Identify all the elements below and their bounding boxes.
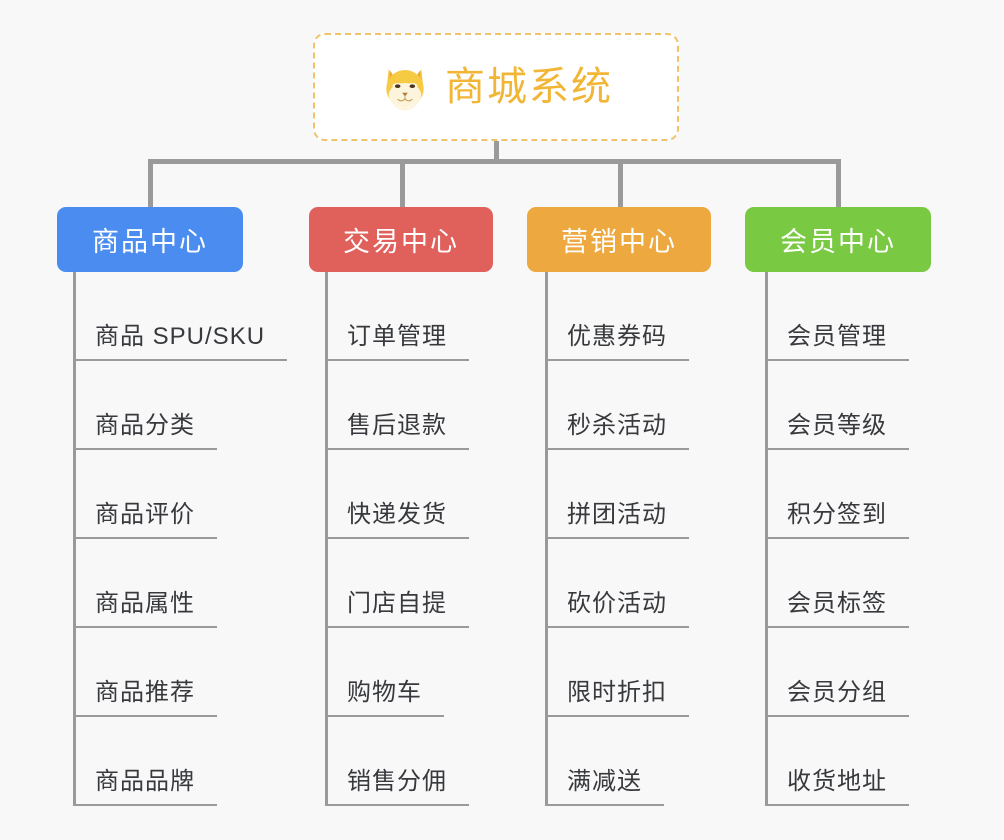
leaf-item-label: 积分签到 bbox=[765, 494, 909, 539]
leaf-item[interactable]: 商品 SPU/SKU bbox=[57, 272, 288, 361]
leaf-item-label: 拼团活动 bbox=[545, 494, 689, 539]
leaf-item-label: 秒杀活动 bbox=[545, 405, 689, 450]
column-spine-4 bbox=[765, 272, 768, 806]
column-1: 商品中心商品 SPU/SKU 商品分类商品评价商品属性商品推荐商品品牌 bbox=[57, 207, 288, 806]
root-node[interactable]: 商城系统 bbox=[313, 33, 679, 141]
leaf-item-label: 砍价活动 bbox=[545, 583, 689, 628]
column-spine-2 bbox=[325, 272, 328, 806]
leaf-item[interactable]: 售后退款 bbox=[309, 361, 493, 450]
leaf-item-label: 商品评价 bbox=[73, 494, 217, 539]
leaf-item[interactable]: 销售分佣 bbox=[309, 717, 493, 806]
column-header-4[interactable]: 会员中心 bbox=[745, 207, 931, 272]
connector-drop-4 bbox=[836, 159, 841, 209]
leaf-item[interactable]: 收货地址 bbox=[745, 717, 931, 806]
column-spine-3 bbox=[545, 272, 548, 806]
leaf-item-label: 会员分组 bbox=[765, 672, 909, 717]
leaf-item-label: 商品分类 bbox=[73, 405, 217, 450]
leaf-item-label: 会员等级 bbox=[765, 405, 909, 450]
leaf-item[interactable]: 积分签到 bbox=[745, 450, 931, 539]
connector-root-stem bbox=[494, 141, 499, 162]
column-spine-1 bbox=[73, 272, 76, 806]
root-title: 商城系统 bbox=[445, 65, 613, 109]
leaf-item[interactable]: 快递发货 bbox=[309, 450, 493, 539]
leaf-item-label: 会员管理 bbox=[765, 316, 909, 361]
leaf-item-label: 门店自提 bbox=[325, 583, 469, 628]
leaf-item-label: 商品 SPU/SKU bbox=[73, 316, 288, 361]
leaf-item[interactable]: 会员标签 bbox=[745, 539, 931, 628]
leaf-item[interactable]: 订单管理 bbox=[309, 272, 493, 361]
column-4: 会员中心会员管理会员等级积分签到会员标签会员分组收货地址 bbox=[745, 207, 931, 806]
leaf-item-label: 购物车 bbox=[325, 672, 444, 717]
leaf-list-1: 商品 SPU/SKU 商品分类商品评价商品属性商品推荐商品品牌 bbox=[57, 272, 288, 806]
leaf-item[interactable]: 会员等级 bbox=[745, 361, 931, 450]
leaf-item[interactable]: 门店自提 bbox=[309, 539, 493, 628]
leaf-item[interactable]: 商品推荐 bbox=[57, 628, 243, 717]
leaf-item[interactable]: 满减送 bbox=[527, 717, 711, 806]
leaf-item[interactable]: 砍价活动 bbox=[527, 539, 711, 628]
column-header-3[interactable]: 营销中心 bbox=[527, 207, 711, 272]
connector-drop-2 bbox=[400, 159, 405, 209]
leaf-item-label: 会员标签 bbox=[765, 583, 909, 628]
leaf-list-4: 会员管理会员等级积分签到会员标签会员分组收货地址 bbox=[745, 272, 931, 806]
leaf-item[interactable]: 商品品牌 bbox=[57, 717, 243, 806]
leaf-item[interactable]: 商品评价 bbox=[57, 450, 243, 539]
leaf-item-label: 满减送 bbox=[545, 761, 664, 806]
leaf-item-label: 订单管理 bbox=[325, 316, 469, 361]
leaf-item[interactable]: 拼团活动 bbox=[527, 450, 711, 539]
connector-drop-1 bbox=[148, 159, 153, 209]
column-header-1[interactable]: 商品中心 bbox=[57, 207, 243, 272]
leaf-item[interactable]: 秒杀活动 bbox=[527, 361, 711, 450]
leaf-item[interactable]: 限时折扣 bbox=[527, 628, 711, 717]
connector-horizontal-bus bbox=[148, 159, 837, 164]
leaf-item-label: 商品品牌 bbox=[73, 761, 217, 806]
column-header-2[interactable]: 交易中心 bbox=[309, 207, 493, 272]
leaf-list-3: 优惠券码秒杀活动拼团活动砍价活动限时折扣满减送 bbox=[527, 272, 711, 806]
shiba-dog-emoji bbox=[386, 69, 424, 111]
leaf-item[interactable]: 购物车 bbox=[309, 628, 493, 717]
leaf-item-label: 售后退款 bbox=[325, 405, 469, 450]
leaf-item[interactable]: 会员管理 bbox=[745, 272, 931, 361]
leaf-item-label: 商品属性 bbox=[73, 583, 217, 628]
column-3: 营销中心优惠券码秒杀活动拼团活动砍价活动限时折扣满减送 bbox=[527, 207, 711, 806]
leaf-item[interactable]: 优惠券码 bbox=[527, 272, 711, 361]
leaf-item-label: 收货地址 bbox=[765, 761, 909, 806]
leaf-item-label: 商品推荐 bbox=[73, 672, 217, 717]
connector-drop-3 bbox=[618, 159, 623, 209]
leaf-item-label: 快递发货 bbox=[325, 494, 469, 539]
leaf-list-2: 订单管理售后退款快递发货门店自提购物车销售分佣 bbox=[309, 272, 493, 806]
leaf-item-label: 限时折扣 bbox=[545, 672, 689, 717]
leaf-item[interactable]: 商品分类 bbox=[57, 361, 243, 450]
leaf-item[interactable]: 会员分组 bbox=[745, 628, 931, 717]
column-2: 交易中心订单管理售后退款快递发货门店自提购物车销售分佣 bbox=[309, 207, 493, 806]
leaf-item-label: 销售分佣 bbox=[325, 761, 469, 806]
leaf-item-label: 优惠券码 bbox=[545, 316, 689, 361]
leaf-item[interactable]: 商品属性 bbox=[57, 539, 243, 628]
